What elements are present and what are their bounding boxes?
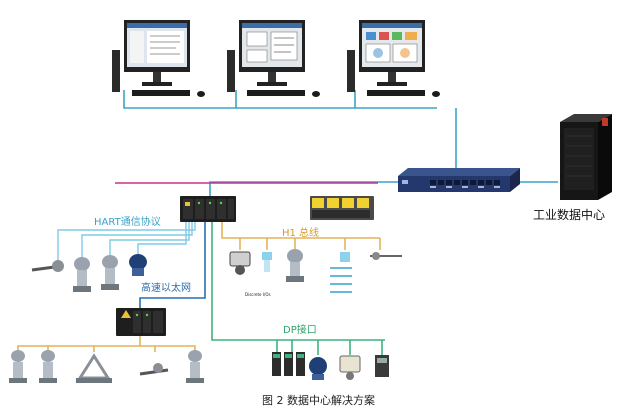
network-cables [123, 90, 558, 196]
io-module-icon [310, 196, 374, 220]
transmitter-icon [286, 249, 304, 282]
transmitter-icon [129, 254, 147, 276]
hart-protocol-label: HART通信协议 [94, 217, 161, 228]
io-module-icon [272, 352, 305, 376]
network-switch-icon [398, 168, 520, 192]
sensor-icon [330, 252, 352, 293]
workstation-3 [347, 20, 440, 97]
ethernet-label: 高速以太网 [141, 283, 191, 294]
h1-bus-cables [221, 222, 381, 250]
data-center-label: 工业数据中心 [533, 208, 606, 222]
sensor-icon [262, 252, 272, 272]
h1-devices [229, 249, 402, 293]
transmitter-icon [73, 257, 91, 292]
sensor-icon [370, 252, 402, 260]
lower-devices [9, 350, 204, 383]
flowmeter-icon [76, 353, 112, 383]
hart-cables [57, 222, 196, 262]
controller-lower-icon [116, 308, 166, 336]
sensor-icon [139, 363, 169, 376]
dp-cables [211, 222, 385, 355]
lower-field-cables [17, 336, 196, 352]
valve-icon [229, 251, 251, 275]
dp-interface-label: DP接口 [283, 325, 317, 336]
sensor-icon [31, 260, 64, 272]
hart-devices [31, 254, 147, 292]
workstation-1 [112, 20, 205, 97]
valve-icon [309, 357, 327, 380]
valve-icon [339, 355, 361, 380]
controller-icon [180, 196, 236, 222]
transmitter-icon [101, 255, 119, 290]
discrete-io-label: Discrete I/Os [245, 292, 271, 297]
transmitter-icon [9, 350, 27, 383]
figure-caption: 图 2 数据中心解决方案 [262, 394, 375, 407]
io-module-icon [375, 355, 389, 377]
workstation-2 [227, 20, 320, 97]
flowmeter-icon [39, 350, 57, 383]
h1-bus-label: H1 总线 [282, 228, 320, 239]
dp-devices [272, 352, 389, 380]
server-tower-icon [560, 114, 612, 200]
ethernet-cable [139, 222, 206, 308]
transmitter-icon [186, 350, 204, 383]
